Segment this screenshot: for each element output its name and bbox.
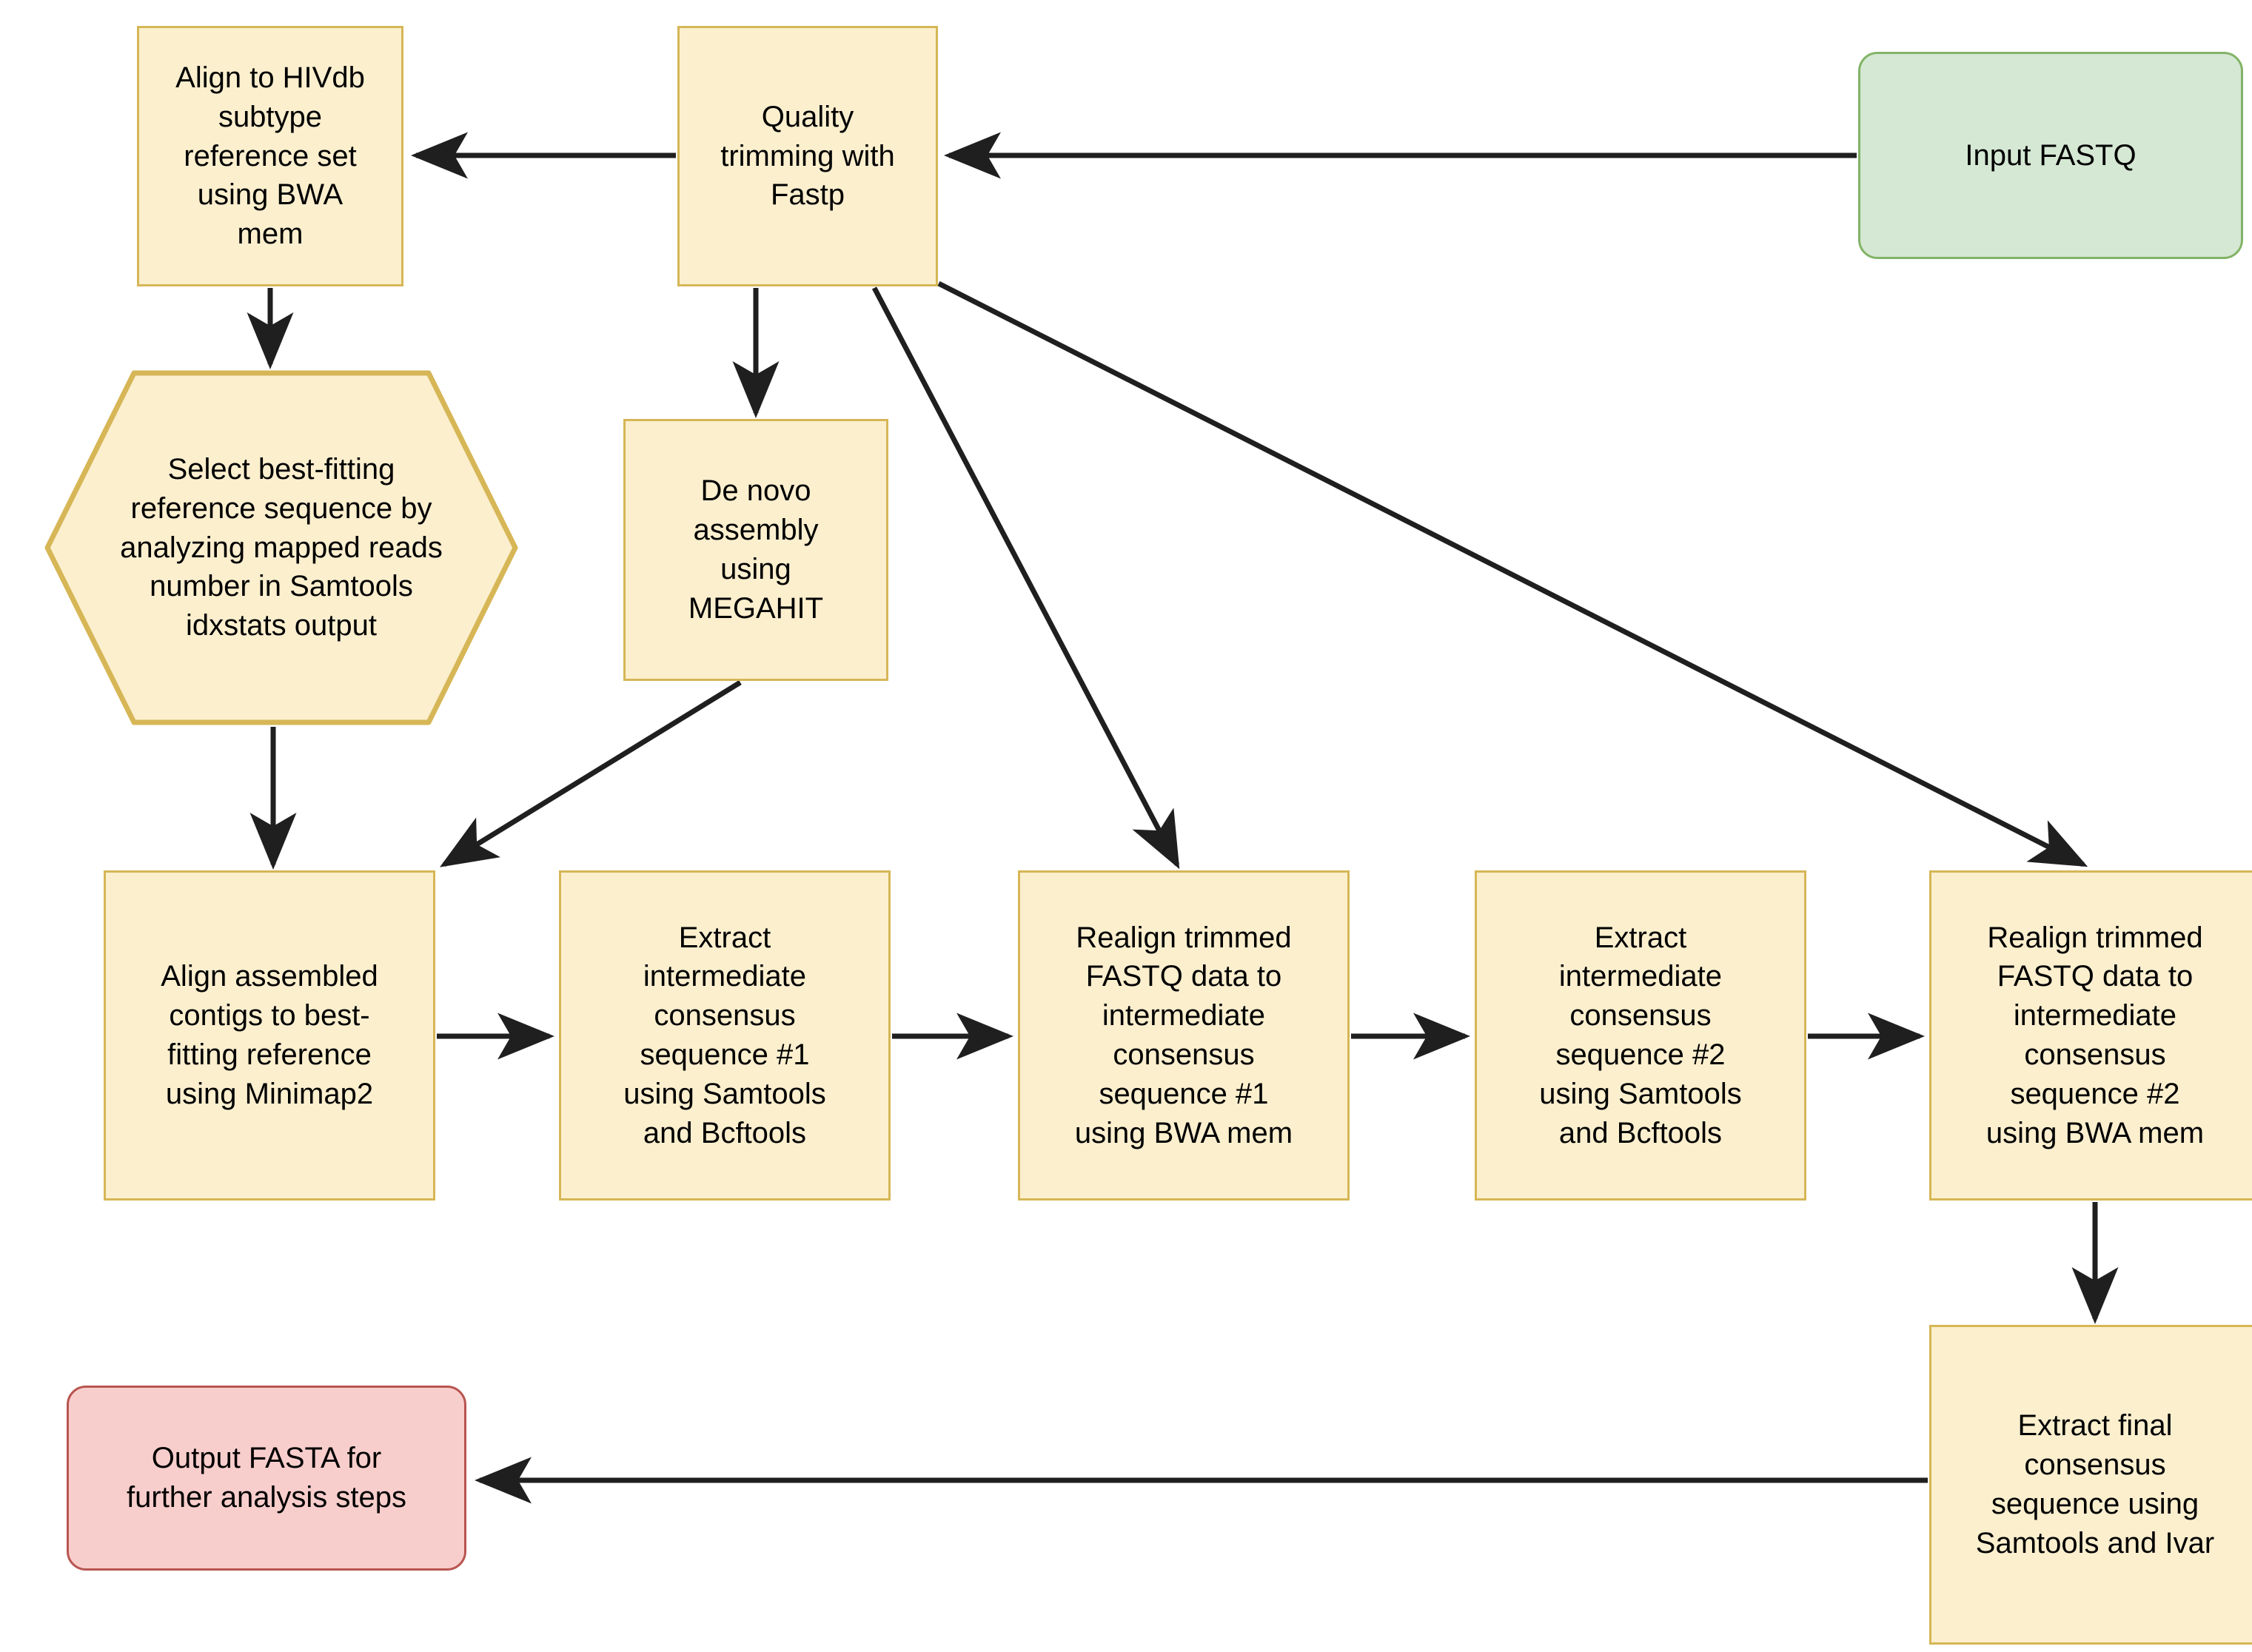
node-align-assembled-contigs-label: Align assembled contigs to best- fitting… <box>161 960 378 1110</box>
node-realign-to-intermediate-consensus-1[interactable]: Realign trimmed FASTQ data to intermedia… <box>1018 870 1350 1201</box>
node-align-to-hivdb[interactable]: Align to HIVdb subtype reference set usi… <box>137 26 403 286</box>
node-realign-consensus-1-label: Realign trimmed FASTQ data to intermedia… <box>1074 921 1293 1149</box>
node-quality-trimming-with-fastp[interactable]: Quality trimming with Fastp <box>677 26 938 286</box>
node-de-novo-assembly-label: De novo assembly using MEGAHIT <box>688 474 824 625</box>
hexagon-shape <box>44 370 518 725</box>
node-realign-consensus-2-label: Realign trimmed FASTQ data to intermedia… <box>1985 921 2205 1149</box>
node-input-fastq-label: Input FASTQ <box>1965 138 2137 172</box>
node-extract-consensus-1-label: Extract intermediate consensus sequence … <box>623 921 826 1149</box>
node-extract-consensus-2-label: Extract intermediate consensus sequence … <box>1539 921 1742 1149</box>
node-output-fasta-label: Output FASTA for further analysis steps <box>127 1442 406 1514</box>
node-extract-final-consensus-label: Extract final consensus sequence using S… <box>1975 1409 2215 1559</box>
edge-quality-trimming-to-realign-consensus-2 <box>937 281 2088 867</box>
node-extract-intermediate-consensus-1[interactable]: Extract intermediate consensus sequence … <box>559 870 891 1201</box>
node-quality-trimming-label: Quality trimming with Fastp <box>720 100 895 212</box>
node-extract-final-consensus[interactable]: Extract final consensus sequence using S… <box>1929 1325 2252 1645</box>
node-select-best-fitting-reference[interactable]: Select best-fitting reference sequence b… <box>44 370 518 725</box>
node-output-fasta[interactable]: Output FASTA for further analysis steps <box>67 1386 466 1571</box>
node-align-to-hivdb-label: Align to HIVdb subtype reference set usi… <box>175 61 365 251</box>
node-realign-to-intermediate-consensus-2[interactable]: Realign trimmed FASTQ data to intermedia… <box>1929 870 2252 1201</box>
node-extract-intermediate-consensus-2[interactable]: Extract intermediate consensus sequence … <box>1475 870 1806 1201</box>
node-select-best-fitting-label: Select best-fitting reference sequence b… <box>120 453 443 642</box>
node-input-fastq[interactable]: Input FASTQ <box>1858 52 2243 259</box>
node-de-novo-assembly-megahit[interactable]: De novo assembly using MEGAHIT <box>623 419 888 681</box>
node-align-assembled-contigs[interactable]: Align assembled contigs to best- fitting… <box>104 870 435 1201</box>
edge-quality-trimming-to-realign-consensus-1 <box>871 286 1180 870</box>
